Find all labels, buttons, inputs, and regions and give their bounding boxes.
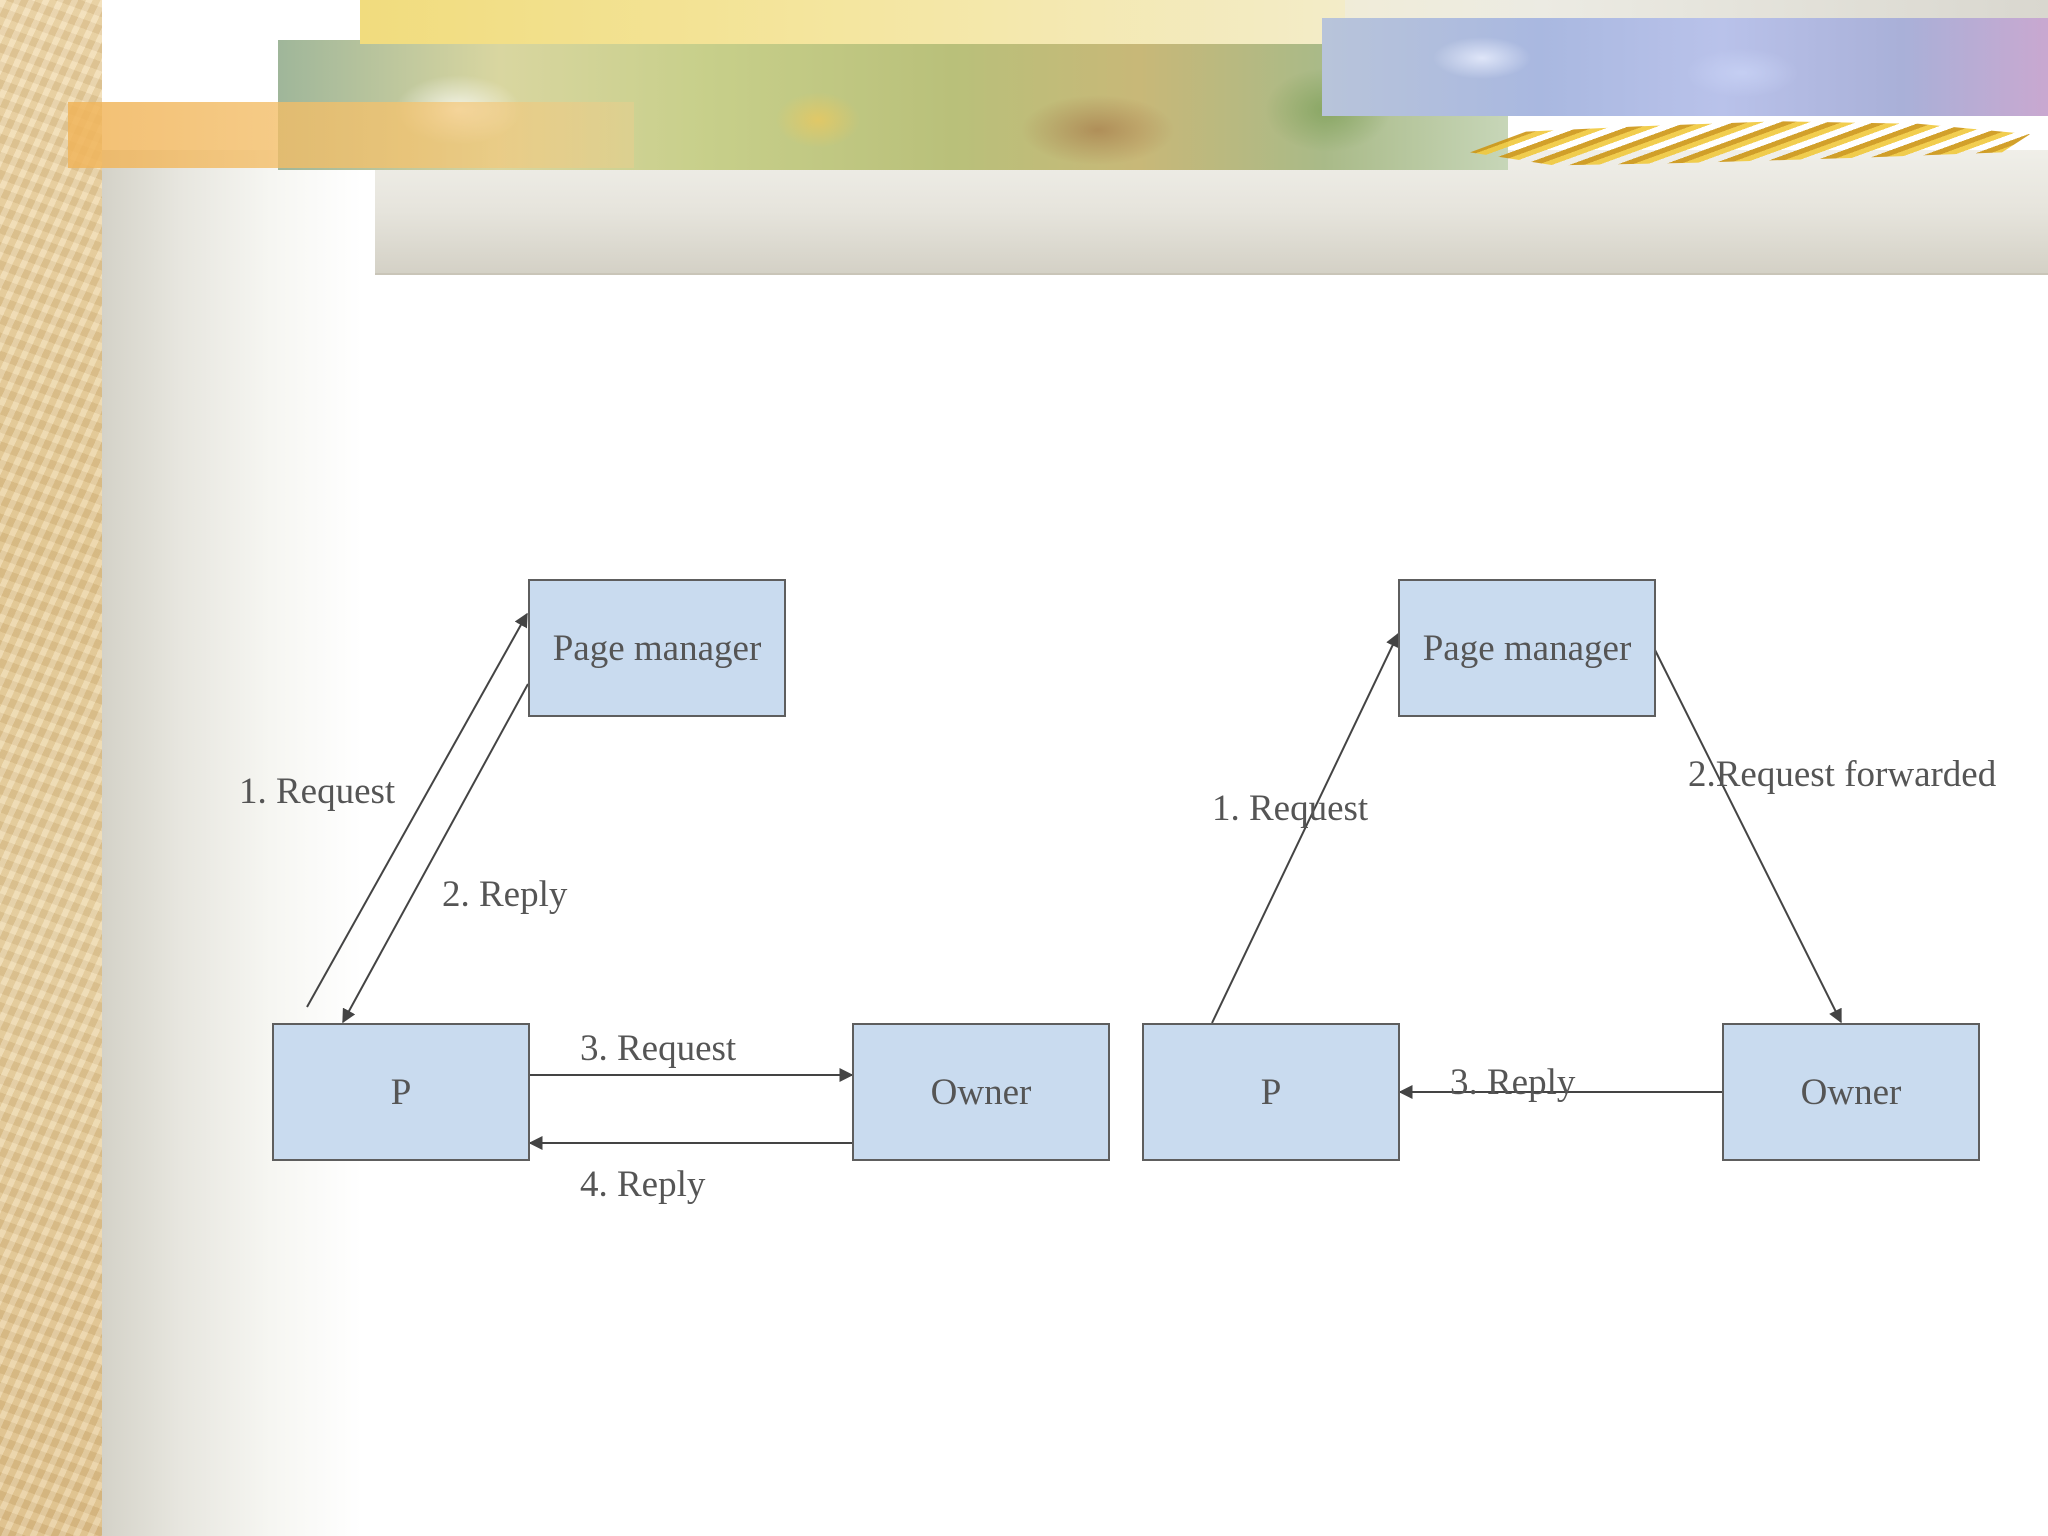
right-request-forwarded-2-arrow (1654, 649, 1842, 1024)
banner-orange-band (68, 102, 634, 168)
left-owner-box: Owner (852, 1023, 1110, 1161)
left-reply-2-arrow (342, 683, 529, 1024)
left-p-box: P (272, 1023, 530, 1161)
left-request-1-arrow (306, 612, 528, 1008)
left-page-manager-box: Page manager (528, 579, 786, 717)
left-reply-4-label: 4. Reply (580, 1164, 706, 1205)
left-reply-2-label: 2. Reply (442, 874, 568, 915)
right-owner-box: Owner (1722, 1023, 1980, 1161)
left-request-1-label: 1. Request (239, 771, 396, 812)
right-page-manager-label: Page manager (1422, 627, 1632, 669)
right-request-forwarded-2-label: 2.Request forwarded (1688, 754, 1997, 795)
right-owner-label: Owner (1800, 1071, 1902, 1113)
right-p-box: P (1142, 1023, 1400, 1161)
banner-blue-flowers (1322, 18, 2048, 116)
right-p-label: P (1260, 1071, 1282, 1113)
shadow-fade (102, 150, 362, 1536)
parchment-strip (0, 0, 102, 1536)
right-request-1-arrow (1211, 632, 1399, 1024)
left-owner-label: Owner (930, 1071, 1032, 1113)
right-request-1-label: 1. Request (1212, 788, 1369, 829)
banner-yellow-band (360, 0, 1345, 44)
left-page-manager-label: Page manager (552, 627, 762, 669)
banner-grey-panel (375, 150, 2048, 275)
left-request-3-label: 3. Request (580, 1028, 737, 1069)
right-reply-3-label: 3. Reply (1450, 1062, 1576, 1103)
left-p-label: P (390, 1071, 412, 1113)
right-page-manager-box: Page manager (1398, 579, 1656, 717)
